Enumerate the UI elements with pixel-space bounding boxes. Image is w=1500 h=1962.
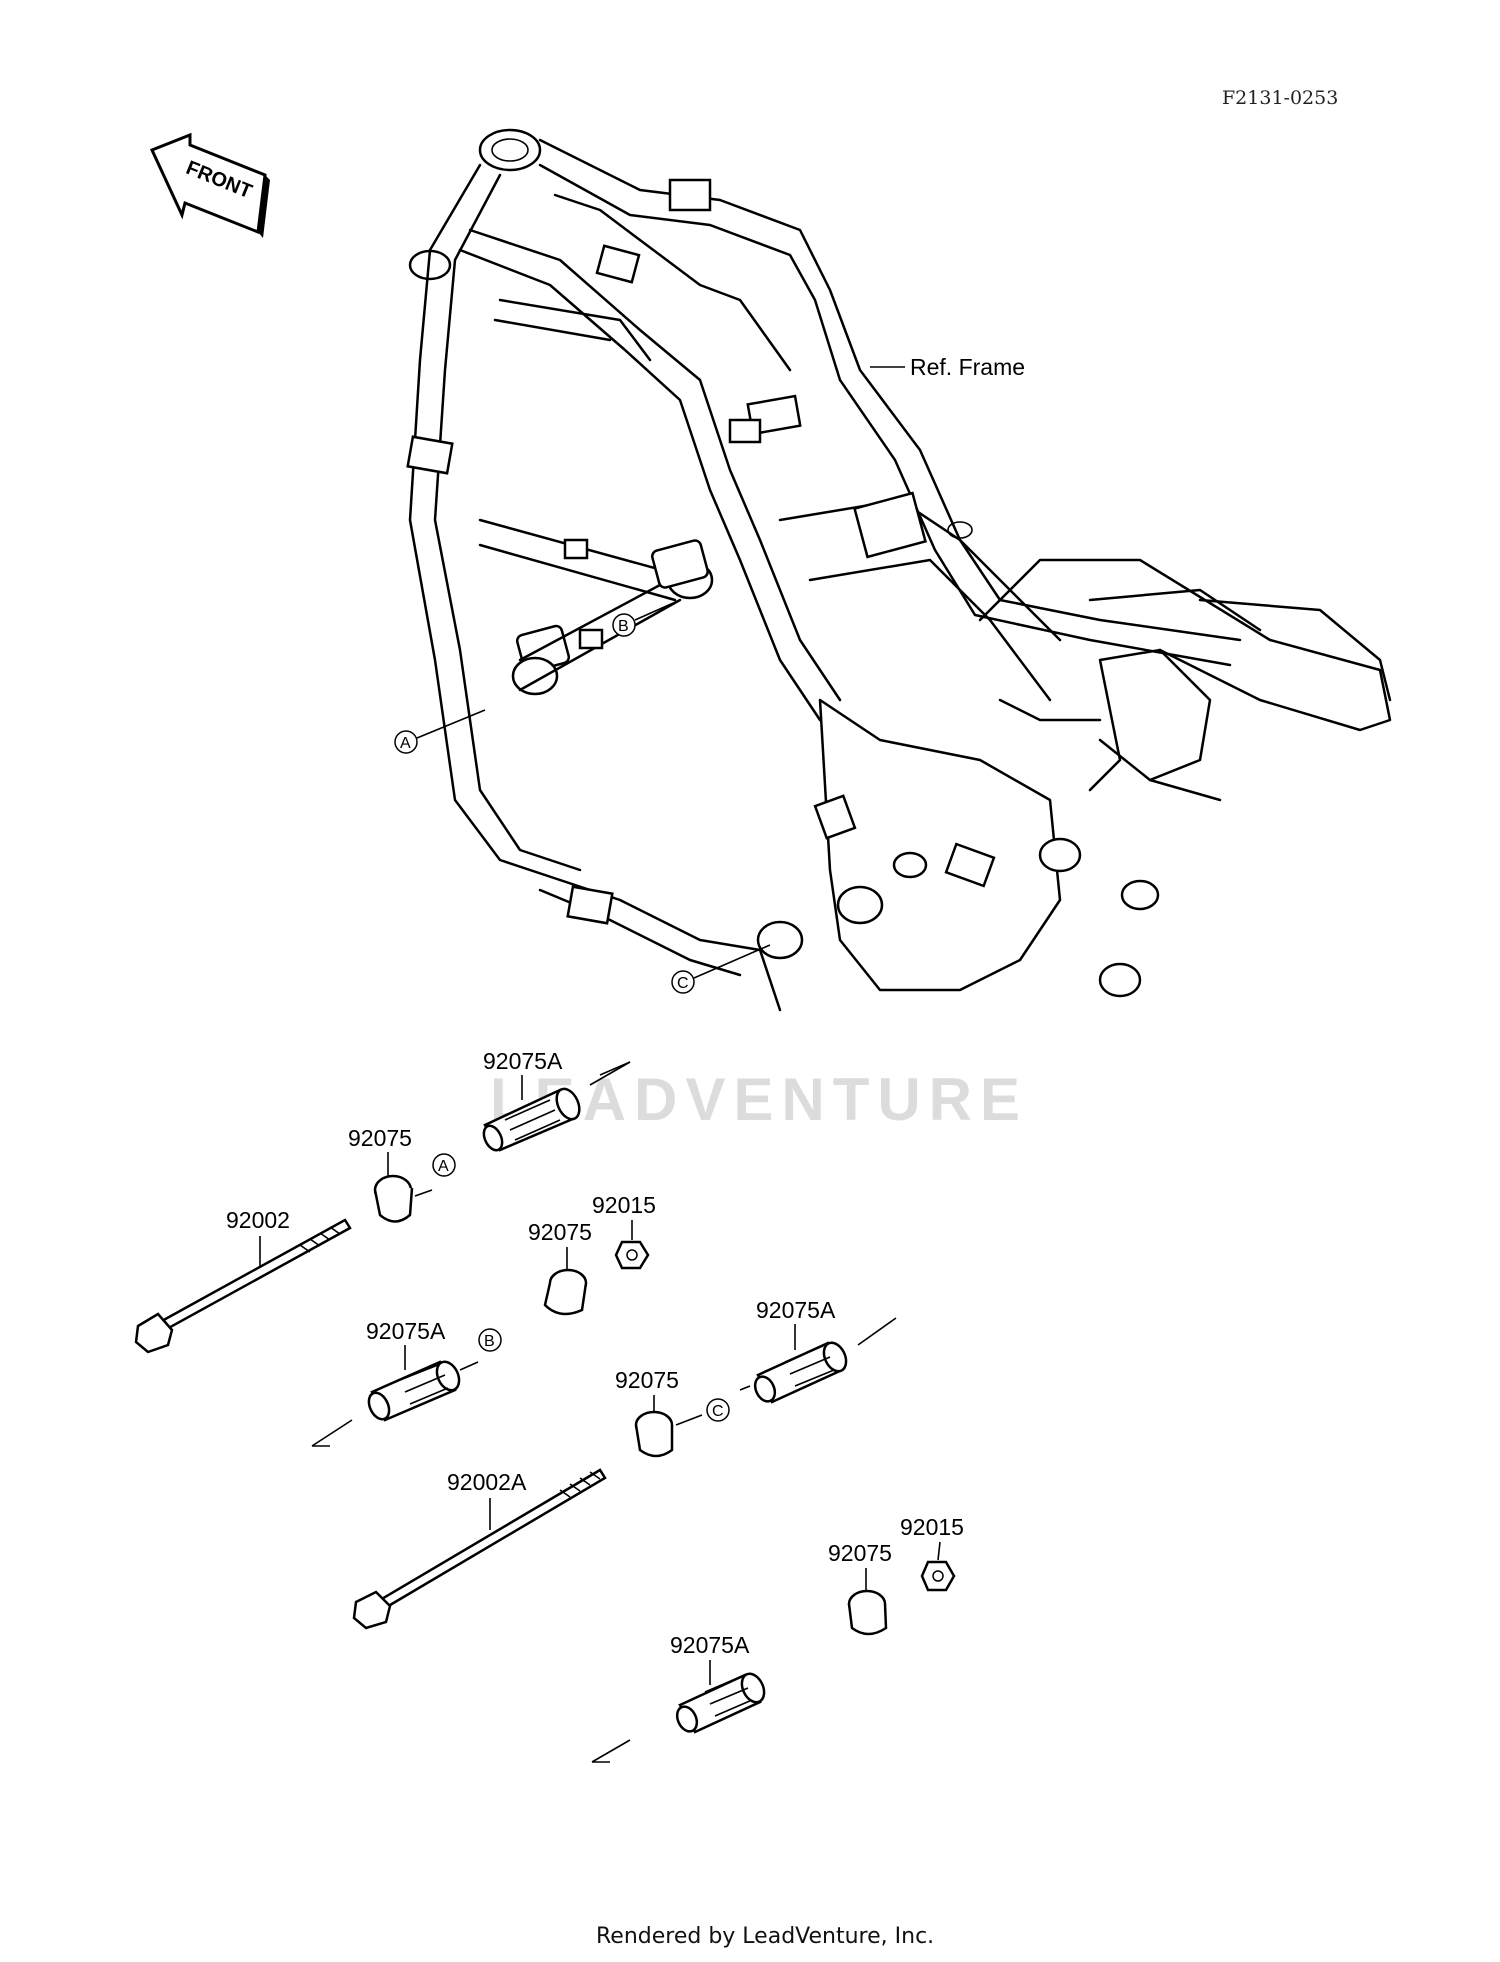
- svg-text:C: C: [677, 975, 689, 992]
- svg-text:92002A: 92002A: [447, 1469, 527, 1495]
- part-92075a-bottom: 92075A: [591, 1632, 766, 1763]
- svg-text:92075A: 92075A: [483, 1048, 563, 1074]
- ref-frame-label: Ref. Frame: [910, 354, 1025, 380]
- part-callout-a: [432, 1153, 456, 1177]
- svg-text:92075A: 92075A: [670, 1632, 750, 1658]
- frame-callout-c: C: [671, 944, 771, 994]
- ref-code: F2131-0253: [1222, 87, 1338, 109]
- watermark: LEADVENTURE: [490, 1066, 1028, 1133]
- svg-text:92015: 92015: [900, 1514, 964, 1540]
- footer-text: Rendered by LeadVenture, Inc.: [596, 1924, 934, 1949]
- svg-text:92002: 92002: [226, 1207, 290, 1233]
- svg-text:92075A: 92075A: [366, 1318, 446, 1344]
- motorcycle-frame: [406, 128, 1392, 1012]
- part-92075-upper: 92075 A: [348, 1125, 456, 1223]
- part-92075-lower-middle: 92075: [615, 1367, 703, 1458]
- part-92002a-bolt: 92002A: [352, 1468, 607, 1630]
- svg-text:A: A: [438, 1158, 449, 1175]
- svg-text:92075: 92075: [828, 1540, 892, 1566]
- svg-text:B: B: [618, 618, 629, 635]
- part-92075-lower-right: 92075: [828, 1540, 892, 1636]
- part-92015-nut-upper: 92015: [592, 1192, 656, 1270]
- part-92015-nut-lower: 92015: [900, 1514, 964, 1592]
- frame-callout-a: A: [394, 709, 486, 754]
- svg-text:92015: 92015: [592, 1192, 656, 1218]
- front-arrow-icon: FRONT: [149, 132, 270, 238]
- svg-text:92075A: 92075A: [756, 1297, 836, 1323]
- part-92075a-middle-right: 92075A C: [706, 1297, 897, 1422]
- part-92075a-middle-left: 92075A B: [311, 1318, 502, 1447]
- svg-text:A: A: [400, 735, 411, 752]
- frame-callout-b: B: [612, 599, 681, 637]
- svg-text:C: C: [712, 1403, 724, 1420]
- part-92075-middle: 92075: [528, 1219, 592, 1316]
- svg-text:92075: 92075: [615, 1367, 679, 1393]
- svg-text:92075: 92075: [348, 1125, 412, 1151]
- part-92075a-upper: 92075A: [482, 1048, 631, 1152]
- part-callout-b: [478, 1328, 502, 1352]
- svg-text:92075: 92075: [528, 1219, 592, 1245]
- svg-text:B: B: [484, 1333, 495, 1350]
- part-callout-c: [706, 1398, 730, 1422]
- part-92002-bolt: 92002: [134, 1207, 352, 1354]
